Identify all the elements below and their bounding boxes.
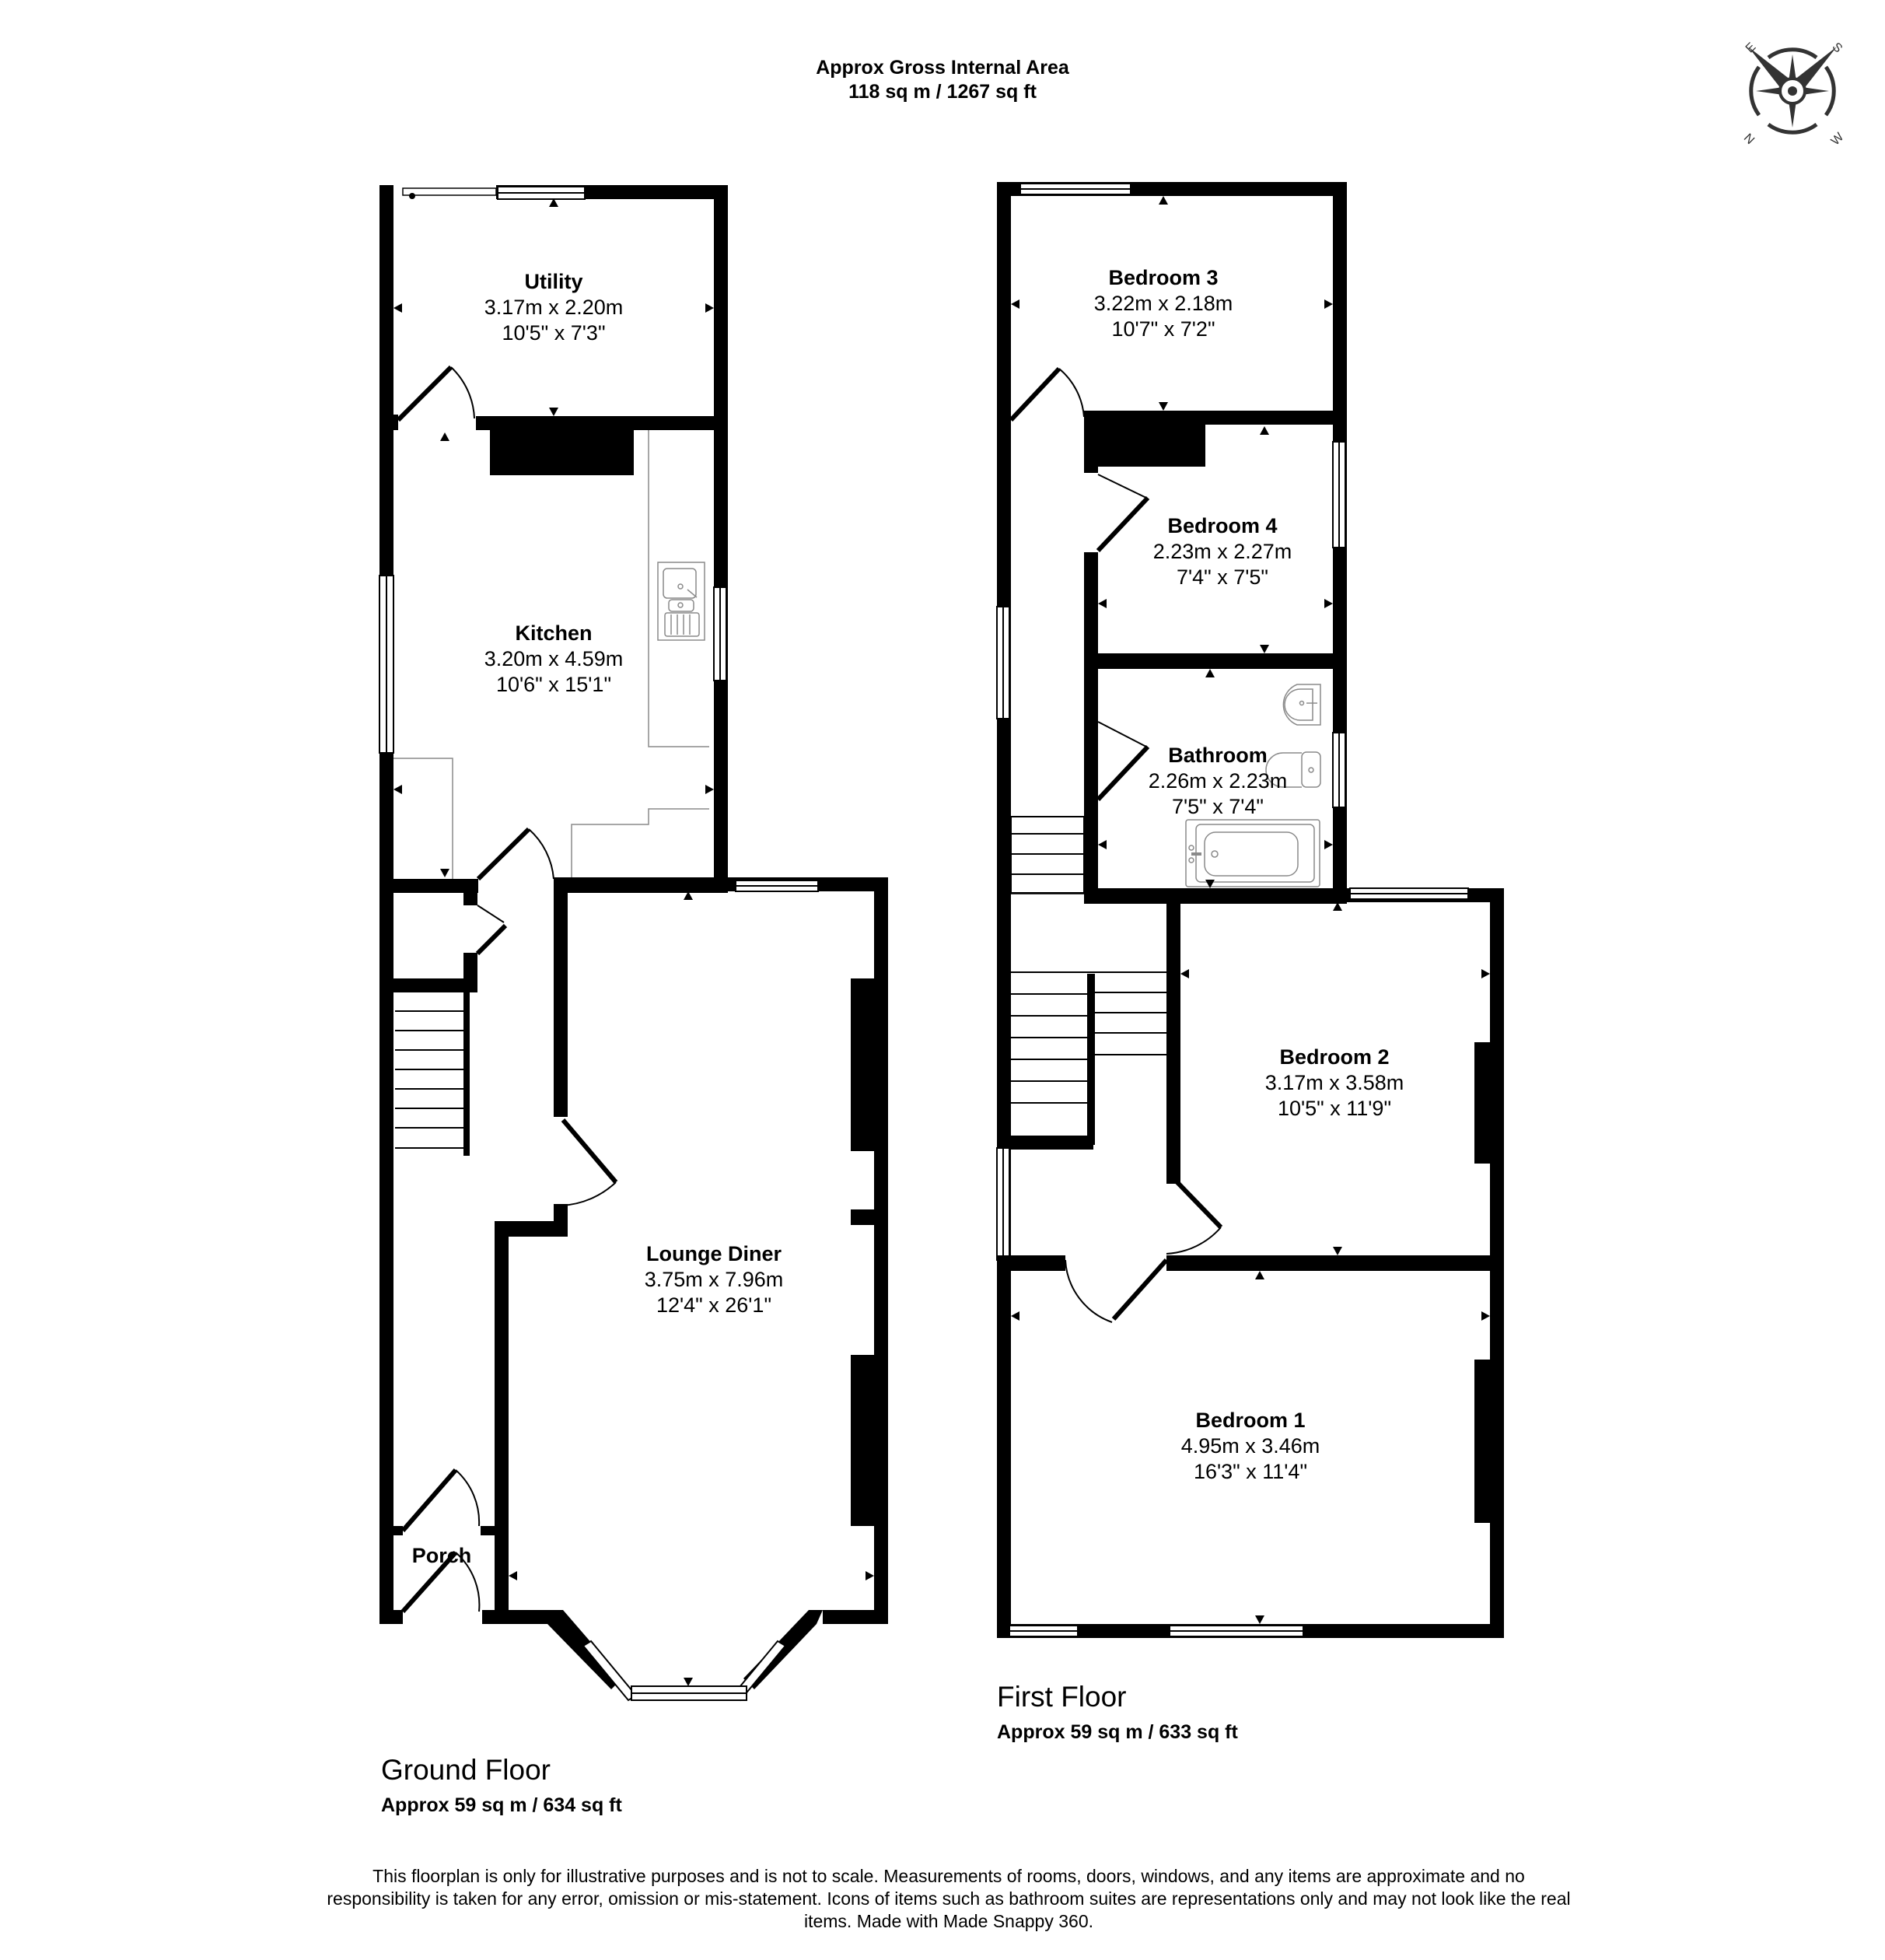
first-floor-title: First Floor — [997, 1681, 1127, 1713]
room-metric: 2.26m x 2.23m — [1148, 769, 1288, 793]
room-name: Lounge Diner — [646, 1242, 782, 1265]
ground-floor-plan — [379, 185, 888, 1702]
header-title: Approx Gross Internal Area — [816, 57, 1069, 79]
ground-floor-area: Approx 59 sq m / 634 sq ft — [381, 1794, 622, 1816]
room-metric: 3.17m x 3.58m — [1264, 1071, 1404, 1094]
room-imperial: 16'3" x 11'4" — [1193, 1460, 1308, 1483]
room-name: Bedroom 3 — [1108, 266, 1219, 289]
room-metric: 2.23m x 2.27m — [1152, 540, 1292, 563]
room-label-bathroom: Bathroom 2.26m x 2.23m 7'5" x 7'4" — [1149, 743, 1288, 820]
room-name: Bedroom 2 — [1279, 1045, 1390, 1069]
room-imperial: 10'6" x 15'1" — [495, 673, 612, 696]
gross-internal-area-header: Approx Gross Internal Area 118 sq m / 12… — [0, 56, 1885, 104]
room-imperial: 10'5" x 7'3" — [502, 321, 606, 345]
first-floor-plan — [996, 182, 1504, 1638]
room-name: Bathroom — [1168, 744, 1268, 767]
room-imperial: 12'4" x 26'1" — [656, 1293, 772, 1317]
compass-rose-icon: E S N W — [1734, 33, 1851, 149]
room-label-lounge-diner: Lounge Diner 3.75m x 7.96m 12'4" x 26'1" — [645, 1241, 784, 1318]
bathroom-fixtures-icons — [1185, 684, 1321, 887]
room-label-kitchen: Kitchen 3.20m x 4.59m 10'6" x 15'1" — [484, 621, 624, 698]
room-metric: 3.75m x 7.96m — [644, 1268, 784, 1291]
room-imperial: 7'5" x 7'4" — [1171, 795, 1264, 818]
room-label-bedroom-3: Bedroom 3 3.22m x 2.18m 10'7" x 7'2" — [1094, 265, 1233, 342]
room-imperial: 10'5" x 11'9" — [1277, 1097, 1392, 1120]
room-name: Utility — [524, 270, 583, 293]
ground-floor-caption: Ground Floor Approx 59 sq m / 634 sq ft — [381, 1753, 622, 1817]
header-total-area: 118 sq m / 1267 sq ft — [848, 81, 1037, 103]
room-metric: 3.17m x 2.20m — [484, 296, 624, 319]
room-label-bedroom-2: Bedroom 2 3.17m x 3.58m 10'5" x 11'9" — [1265, 1045, 1404, 1122]
room-metric: 3.22m x 2.18m — [1093, 292, 1233, 315]
disclaimer-text: This floorplan is only for illustrative … — [327, 1866, 1571, 1931]
room-metric: 4.95m x 3.46m — [1180, 1434, 1320, 1458]
room-label-utility: Utility 3.17m x 2.20m 10'5" x 7'3" — [484, 269, 624, 346]
room-label-bedroom-4: Bedroom 4 2.23m x 2.27m 7'4" x 7'5" — [1153, 513, 1292, 590]
room-label-bedroom-1: Bedroom 1 4.95m x 3.46m 16'3" x 11'4" — [1181, 1408, 1320, 1485]
room-imperial: 7'4" x 7'5" — [1176, 565, 1269, 589]
room-imperial: 10'7" x 7'2" — [1111, 317, 1215, 341]
kitchen-sink-icon — [657, 562, 705, 641]
room-name: Bedroom 4 — [1167, 514, 1278, 537]
first-floor-caption: First Floor Approx 59 sq m / 633 sq ft — [997, 1680, 1238, 1744]
room-name: Kitchen — [515, 621, 593, 645]
dimension-arrows — [393, 198, 874, 1686]
room-metric: 3.20m x 4.59m — [484, 647, 624, 670]
room-name: Porch — [411, 1544, 472, 1567]
dimension-arrows — [1011, 196, 1490, 1624]
room-label-porch: Porch — [412, 1543, 472, 1569]
first-floor-area: Approx 59 sq m / 633 sq ft — [997, 1721, 1238, 1743]
room-name: Bedroom 1 — [1195, 1409, 1306, 1432]
ground-floor-title: Ground Floor — [381, 1754, 551, 1786]
